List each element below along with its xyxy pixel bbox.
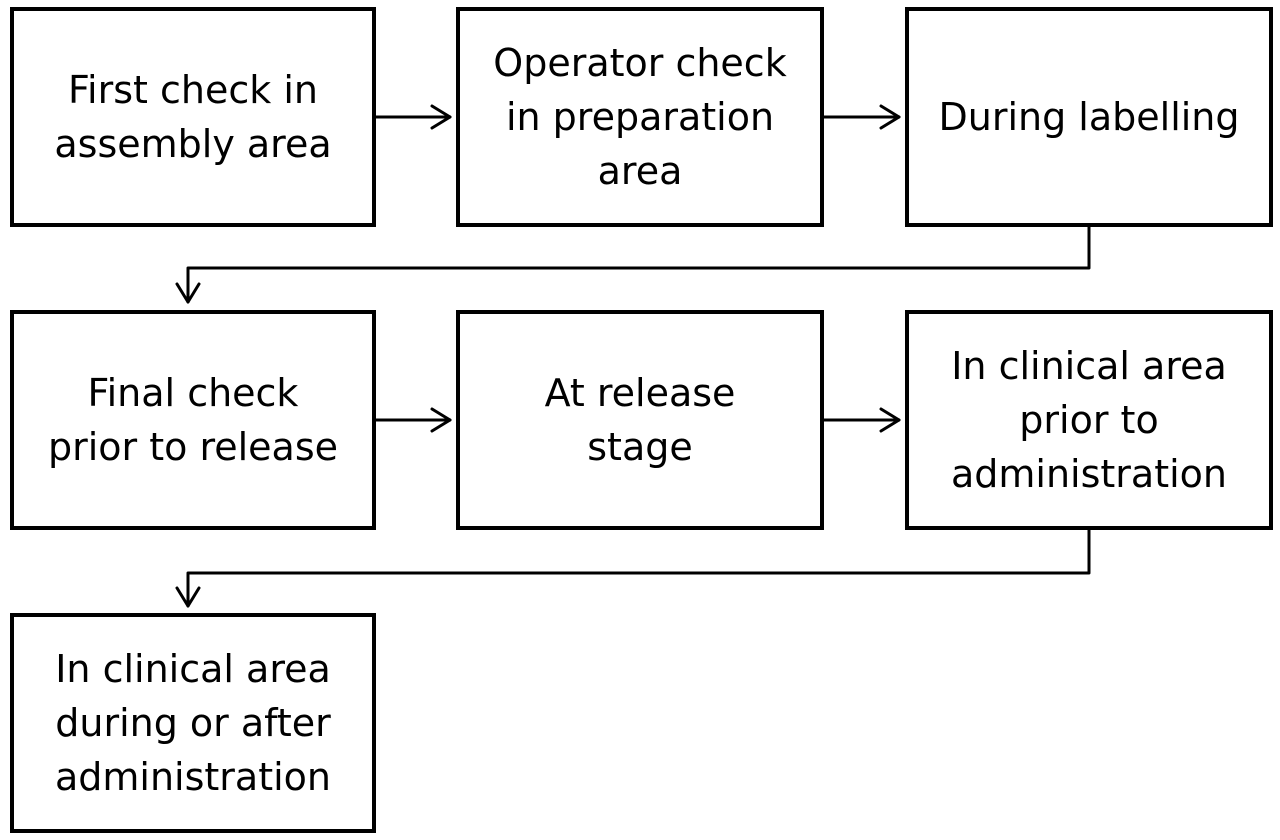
node-label: In clinical area during or after adminis…	[54, 647, 332, 799]
edge-during-labelling-to-final-check	[175, 225, 1091, 304]
edge-release-stage-to-clinical-prior	[822, 407, 901, 433]
node-clinical-prior: In clinical area prior to administration	[905, 310, 1273, 530]
edge-clinical-prior-to-clinical-during	[175, 528, 1091, 608]
node-release-stage: At release stage	[456, 310, 824, 530]
edge-first-check-to-operator-check	[374, 104, 452, 130]
node-label: Operator check in preparation area	[493, 41, 787, 193]
node-clinical-during: In clinical area during or after adminis…	[10, 613, 376, 833]
node-label: First check in assembly area	[54, 68, 332, 166]
node-during-labelling: During labelling	[905, 7, 1273, 227]
node-label: At release stage	[544, 371, 736, 469]
node-operator-check: Operator check in preparation area	[456, 7, 824, 227]
node-final-check: Final check prior to release	[10, 310, 376, 530]
edge-final-check-to-release-stage	[374, 407, 452, 433]
edge-operator-check-to-during-labelling	[822, 104, 901, 130]
node-first-check: First check in assembly area	[10, 7, 376, 227]
node-label: During labelling	[938, 95, 1240, 139]
node-label: Final check prior to release	[47, 371, 339, 469]
node-label: In clinical area prior to administration	[950, 344, 1228, 496]
